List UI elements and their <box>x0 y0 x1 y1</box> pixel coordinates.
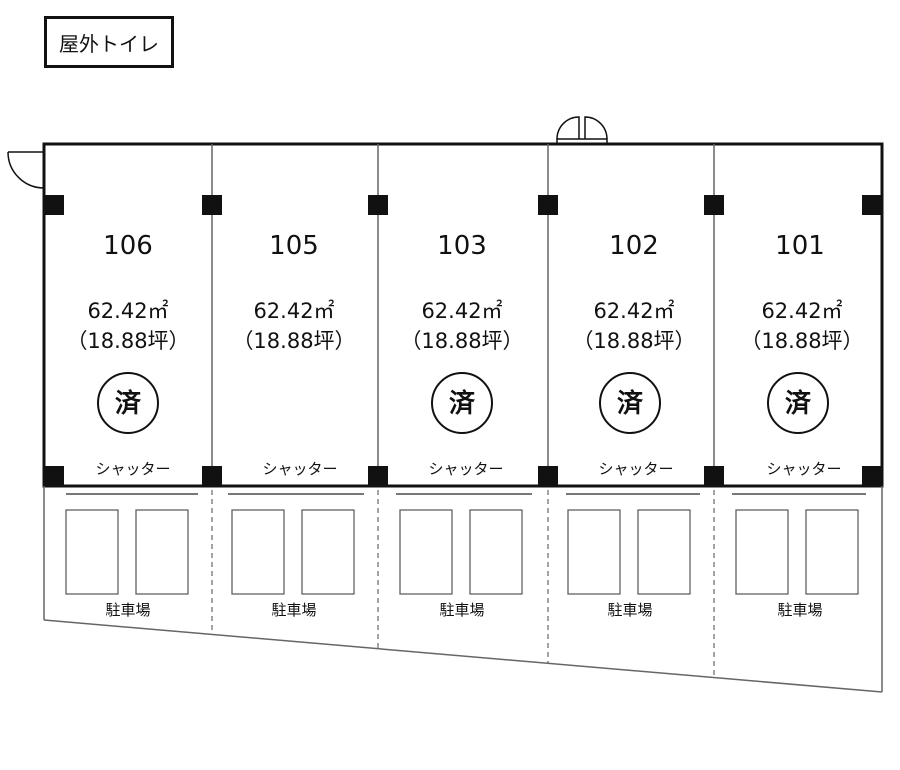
unit-area: 62.42㎡ <box>253 299 334 323</box>
sold-mark: 済 <box>449 388 476 419</box>
unit-105[interactable]: 105 62.42㎡ （18.88坪） シャッター 駐車場 <box>228 231 364 619</box>
parking-label: 駐車場 <box>607 601 652 619</box>
columns <box>44 195 882 486</box>
parking-space[interactable] <box>567 509 621 595</box>
parking-space[interactable] <box>399 509 453 595</box>
unit-area: 62.42㎡ <box>87 299 168 323</box>
shutter-label: シャッター <box>95 460 170 478</box>
sold-badge <box>599 372 661 434</box>
unit-tsubo: （18.88坪） <box>740 329 863 353</box>
unit-tsubo: （18.88坪） <box>572 329 695 353</box>
sold-badge <box>97 372 159 434</box>
unit-number: 102 <box>609 231 659 261</box>
unit-area: 62.42㎡ <box>761 299 842 323</box>
parking-label: 駐車場 <box>271 601 316 619</box>
entrance-double-door <box>556 116 608 145</box>
shutter-label: シャッター <box>598 460 673 478</box>
unit-number: 105 <box>269 231 319 261</box>
sold-badge <box>431 372 493 434</box>
shutter-label: シャッター <box>262 460 337 478</box>
parking-space[interactable] <box>301 509 355 595</box>
sold-badge <box>767 372 829 434</box>
unit-number: 101 <box>775 231 825 261</box>
parking-space[interactable] <box>637 509 691 595</box>
unit-103[interactable]: 103 62.42㎡ （18.88坪） 済 シャッター 駐車場 <box>396 231 532 619</box>
shutter-label: シャッター <box>428 460 503 478</box>
unit-101[interactable]: 101 62.42㎡ （18.88坪） 済 シャッター 駐車場 <box>732 231 866 619</box>
side-door <box>7 151 45 189</box>
sold-mark: 済 <box>115 388 142 419</box>
sold-mark: 済 <box>785 388 812 419</box>
unit-tsubo: （18.88坪） <box>232 329 355 353</box>
outdoor-toilet-label: 屋外トイレ <box>44 16 174 68</box>
parking-space[interactable] <box>135 509 189 595</box>
parking-label: 駐車場 <box>439 601 484 619</box>
shutter-label: シャッター <box>766 460 841 478</box>
sold-mark: 済 <box>617 388 644 419</box>
unit-area: 62.42㎡ <box>593 299 674 323</box>
unit-number: 103 <box>437 231 487 261</box>
unit-tsubo: （18.88坪） <box>400 329 523 353</box>
parking-label: 駐車場 <box>105 601 150 619</box>
parking-label: 駐車場 <box>777 601 822 619</box>
parking-dividers <box>211 490 715 677</box>
parking-space[interactable] <box>231 509 285 595</box>
unit-106[interactable]: 106 62.42㎡ （18.88坪） 済 シャッター 駐車場 <box>65 231 198 619</box>
parking-space[interactable] <box>735 509 789 595</box>
unit-area: 62.42㎡ <box>421 299 502 323</box>
unit-tsubo: （18.88坪） <box>66 329 189 353</box>
parking-space[interactable] <box>65 509 119 595</box>
unit-number: 106 <box>103 231 153 261</box>
parking-space[interactable] <box>805 509 859 595</box>
unit-102[interactable]: 102 62.42㎡ （18.88坪） 済 シャッター 駐車場 <box>566 231 700 619</box>
parking-area-outline <box>43 486 883 693</box>
parking-space[interactable] <box>469 509 523 595</box>
